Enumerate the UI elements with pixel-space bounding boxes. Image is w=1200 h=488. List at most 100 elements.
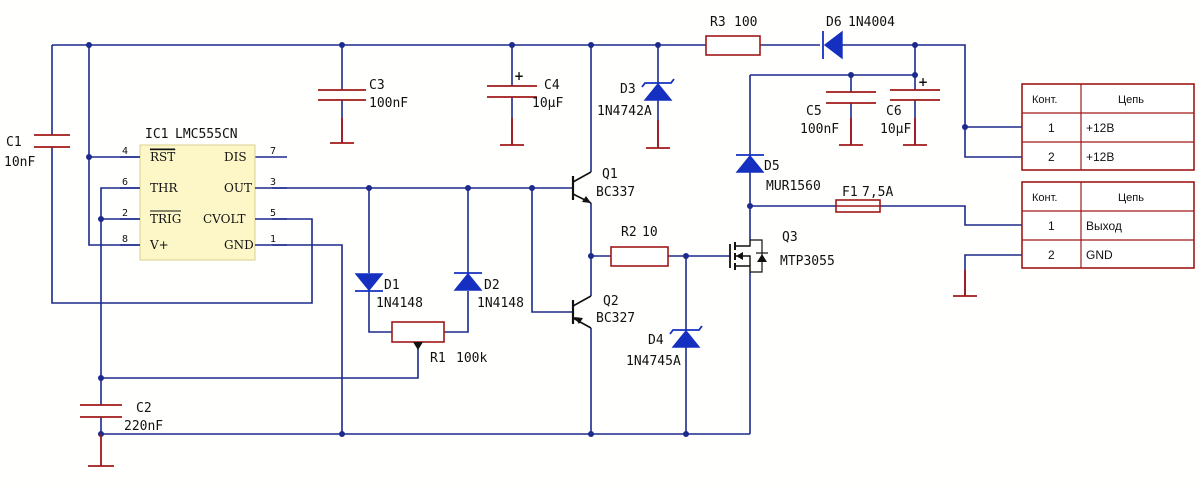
ic1-pin-rst-num: 4 xyxy=(122,146,128,157)
svg-text:+: + xyxy=(918,75,928,89)
resistor-r2: R2 10 xyxy=(610,225,669,267)
wire-fuse-out xyxy=(880,205,1022,226)
q1-ref: Q1 xyxy=(602,167,618,182)
wire-rail-rst xyxy=(88,45,140,158)
c2-value: 220nF xyxy=(124,419,163,434)
power-header-net: Цепь xyxy=(1118,94,1144,106)
ic1-pin-dis-label: DIS xyxy=(224,150,247,164)
ic1-pin-cvolt-num: 5 xyxy=(270,208,276,219)
q1-value: BC337 xyxy=(596,185,635,200)
ground-symbols xyxy=(88,118,977,467)
ic1-pin-out-label: OUT xyxy=(224,181,252,195)
wire-d1-bottom xyxy=(368,291,392,333)
ic1-pin-trig-num: 2 xyxy=(122,208,128,219)
c5-value: 100nF xyxy=(800,122,839,137)
output-row2-pin: 2 xyxy=(1048,248,1055,262)
c5-ref: C5 xyxy=(806,104,822,119)
power-row1-net: +12В xyxy=(1086,121,1114,135)
d2-ref: D2 xyxy=(484,278,500,293)
wire-conn-pin2 xyxy=(964,127,1022,158)
wire-rail-vplus xyxy=(88,157,140,246)
q3-ref: Q3 xyxy=(782,230,798,245)
ic1-lmc555: IC1 LMC555CN RST THR TRIG V+ DIS OUT CVO… xyxy=(120,127,287,261)
ic1-ref: IC1 xyxy=(145,127,168,142)
ic1-pin-rst-label: RST xyxy=(150,150,175,164)
d4-ref: D4 xyxy=(648,333,664,348)
zener-d3: D3 1N4742A xyxy=(597,78,675,119)
power-header-pin: Конт. xyxy=(1032,94,1057,106)
wires xyxy=(51,44,1022,435)
ic1-body xyxy=(139,144,256,261)
wire-conn-gnd xyxy=(964,254,1022,296)
d4-value: 1N4745A xyxy=(626,354,681,369)
output-header-net: Цепь xyxy=(1118,192,1144,204)
resistor-r3: R3 100 xyxy=(705,15,761,56)
diode-d6: D6 1N4004 xyxy=(822,15,895,60)
resistor-r1: R1 100k xyxy=(391,321,487,366)
capacitor-c4: + C4 10µF xyxy=(487,69,563,111)
c1-ref: C1 xyxy=(6,135,22,150)
ic1-pin-cvolt-label: CVOLT xyxy=(203,212,245,226)
ic1-pin-vplus-label: V+ xyxy=(149,238,169,252)
c4-value: 10µF xyxy=(532,96,563,111)
wire-d2-bottom xyxy=(444,291,469,333)
wire-ic-gnd xyxy=(272,244,343,434)
wire-r1-wiper xyxy=(101,342,419,379)
r2-ref: R2 xyxy=(621,225,637,240)
d5-value: MUR1560 xyxy=(766,179,821,194)
svg-text:+: + xyxy=(514,69,524,83)
ic1-value: LMC555CN xyxy=(175,127,238,142)
r3-value: 100 xyxy=(734,15,757,30)
capacitor-c5: C5 100nF xyxy=(800,91,876,137)
q2-value: BC327 xyxy=(596,311,635,326)
connector-power-table: Конт. Цепь 1 +12В 2 +12В xyxy=(1021,83,1195,171)
output-header-pin: Конт. xyxy=(1032,192,1057,204)
d3-ref: D3 xyxy=(620,82,636,97)
r1-ref: R1 xyxy=(430,351,446,366)
d3-value: 1N4742A xyxy=(597,104,652,119)
d1-ref: D1 xyxy=(384,278,400,293)
wire-base-q2 xyxy=(531,188,572,313)
diode-d1: D1 1N4148 xyxy=(354,273,423,311)
power-row2-pin: 2 xyxy=(1048,150,1055,164)
fuse-f1: F1 7,5A xyxy=(835,185,893,213)
c6-ref: C6 xyxy=(886,104,902,119)
capacitor-c2: C2 220nF xyxy=(80,401,163,434)
f1-ref: F1 xyxy=(842,185,858,200)
d1-value: 1N4148 xyxy=(376,296,423,311)
c6-value: 10µF xyxy=(880,122,911,137)
wire-d6-out xyxy=(842,44,1022,128)
ic1-pin-gnd-label: GND xyxy=(224,238,254,252)
ic1-pin-thr-num: 6 xyxy=(122,177,128,188)
power-row2-net: +12В xyxy=(1086,150,1114,164)
diode-d2: D2 1N4148 xyxy=(453,272,524,311)
output-row2-net: GND xyxy=(1086,248,1113,262)
d5-ref: D5 xyxy=(764,159,780,174)
c1-value: 10nF xyxy=(4,155,35,170)
d6-value: 1N4004 xyxy=(848,15,895,30)
capacitor-c1: C1 10nF xyxy=(4,134,70,170)
wire-thr xyxy=(100,187,140,405)
ic1-pin-thr-label: THR xyxy=(150,181,178,195)
ic1-pin-dis-num: 7 xyxy=(270,146,276,157)
diode-d5: D5 MUR1560 xyxy=(735,154,821,194)
ic1-pin-gnd-num: 1 xyxy=(270,234,276,245)
r1-value: 100k xyxy=(456,351,487,366)
d6-ref: D6 xyxy=(826,15,842,30)
c4-ref: C4 xyxy=(544,78,560,93)
power-row1-pin: 1 xyxy=(1048,121,1055,135)
mosfet-q3: Q3 MTP3055 xyxy=(729,230,835,273)
ic1-pin-vplus-num: 8 xyxy=(122,234,128,245)
wire-c1-bottom xyxy=(51,147,313,304)
r2-value: 10 xyxy=(642,225,658,240)
transistor-q2: Q2 BC327 xyxy=(571,294,635,329)
connector-output-table: Конт. Цепь 1 Выход 2 GND xyxy=(1021,181,1195,269)
r3-ref: R3 xyxy=(710,15,726,30)
transistor-q1: Q1 BC337 xyxy=(571,167,635,204)
q2-ref: Q2 xyxy=(603,294,619,309)
ic1-pin-trig-label: TRIG xyxy=(150,212,181,226)
c3-value: 100nF xyxy=(369,96,408,111)
q3-value: MTP3055 xyxy=(780,254,835,269)
d2-value: 1N4148 xyxy=(477,296,524,311)
